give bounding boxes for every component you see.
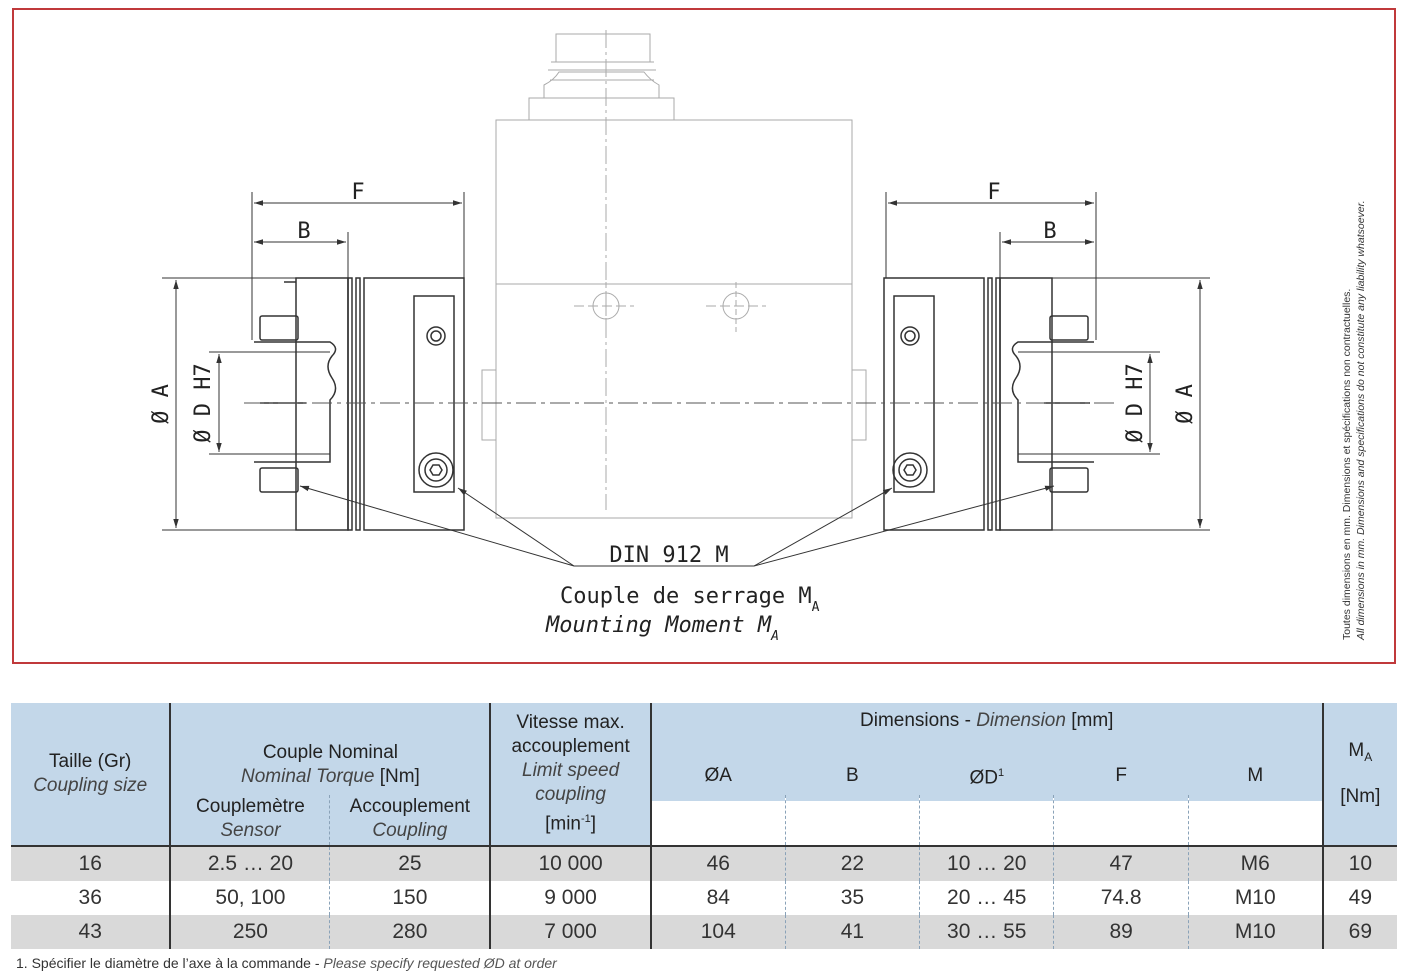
callout-din: DIN 912 M (609, 543, 728, 568)
dim-label-f-right: F (987, 180, 1000, 205)
header-coupling: Accouplement Coupling (329, 795, 492, 846)
coupling-drawing: F B F B Ø A Ø D H7 Ø A Ø D H7 DIN 912 M … (149, 30, 1210, 644)
technical-drawing-frame: F B F B Ø A Ø D H7 Ø A Ø D H7 DIN 912 M … (12, 8, 1396, 664)
table-row: 43 250 280 7 000 104 41 30 … 55 89 M10 6… (11, 915, 1397, 949)
dim-label-b-left: B (297, 219, 310, 244)
header-col-d: ØD1 (919, 751, 1055, 802)
header-sensor: Couplemètre Sensor (170, 795, 331, 846)
footnote: 1. Spécifier le diamètre de l’axe à la c… (16, 955, 557, 971)
dim-label-d-right: Ø D H7 (1123, 363, 1148, 442)
header-col-a: ØA (650, 751, 786, 802)
header-col-f: F (1053, 751, 1189, 802)
dim-label-b-right: B (1043, 219, 1056, 244)
header-col-m: M (1188, 751, 1324, 802)
specification-table: Taille (Gr) Coupling size Couple Nominal… (11, 703, 1397, 949)
table-row: 36 50, 100 150 9 000 84 35 20 … 45 74.8 … (11, 881, 1397, 915)
disclaimer-fr: Toutes dimensions en mm. Dimensions et s… (1341, 288, 1353, 640)
dim-label-f-left: F (351, 180, 364, 205)
dim-label-a-right: Ø A (1173, 384, 1198, 424)
dim-label-d-left: Ø D H7 (191, 363, 216, 442)
disclaimer-note: Toutes dimensions en mm. Dimensions et s… (1340, 120, 1368, 640)
callout-en: Mounting Moment MA (545, 613, 779, 644)
header-size: Taille (Gr) Coupling size (11, 703, 172, 846)
dim-label-a-left: Ø A (149, 384, 174, 424)
disclaimer-en: All dimensions in mm. Dimensions and spe… (1355, 200, 1367, 640)
header-speed: Vitesse max. accouplement Limit speed co… (490, 703, 652, 846)
callout-fr: Couple de serrage MA (560, 584, 820, 615)
header-ma: MA [Nm] (1340, 740, 1381, 807)
header-col-b: B (785, 751, 921, 802)
header-torque: Couple Nominal Nominal Torque [Nm] (170, 703, 492, 795)
table-row: 16 2.5 … 20 25 10 000 46 22 10 … 20 47 M… (11, 846, 1397, 881)
